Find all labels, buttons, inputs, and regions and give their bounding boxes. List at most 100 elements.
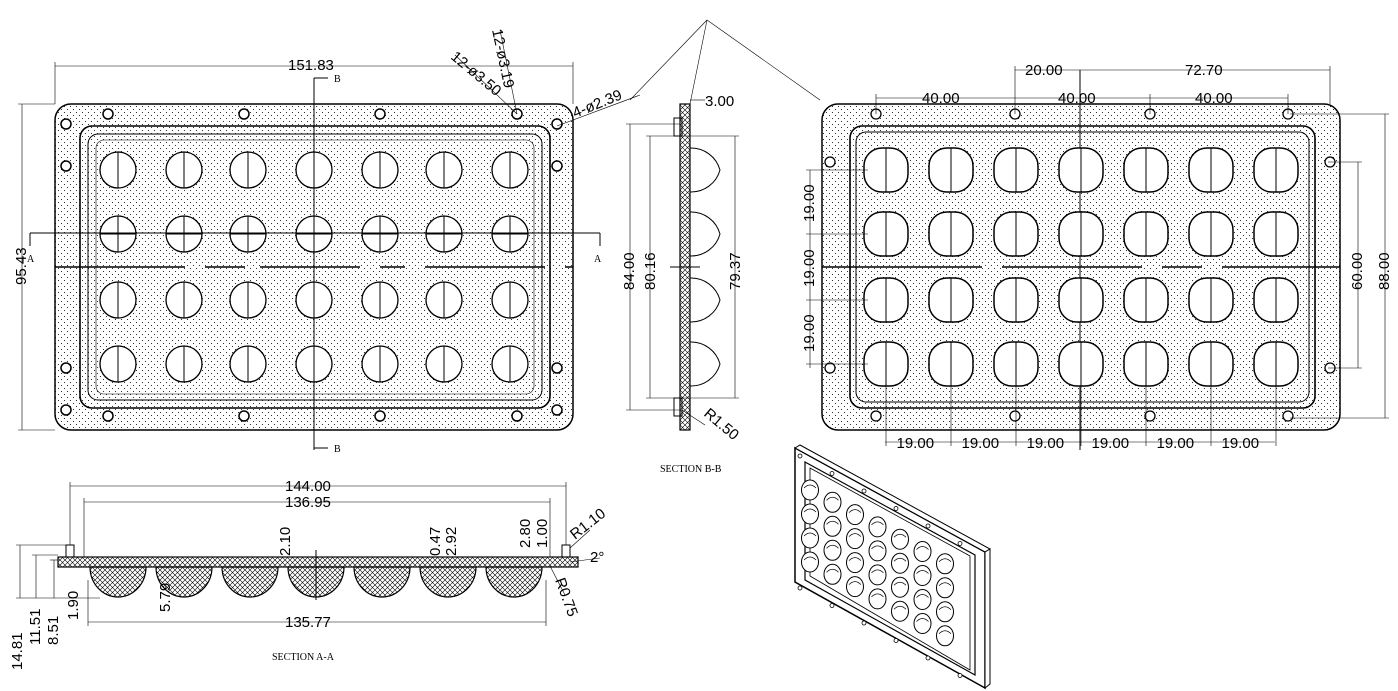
iso-lens bbox=[868, 564, 887, 586]
aa-dome bbox=[221, 566, 279, 598]
dim-210: 2.10 bbox=[277, 527, 294, 556]
iso-lens bbox=[913, 565, 932, 586]
iso-lens bbox=[801, 527, 819, 549]
section-b-top-label: B bbox=[334, 74, 341, 85]
front-mount-holes bbox=[60, 108, 563, 422]
dim-top: 3.00 bbox=[705, 93, 734, 110]
back-hole bbox=[1282, 410, 1294, 422]
dim-135: 135.77 bbox=[285, 614, 331, 631]
isometric-view bbox=[793, 444, 992, 690]
dim-84: 84.00 bbox=[621, 252, 638, 290]
dim-190: 1.90 bbox=[65, 591, 82, 620]
iso-lens bbox=[936, 601, 954, 623]
dim-hpitch: 19.00 bbox=[962, 435, 1000, 452]
iso-lens bbox=[801, 551, 819, 573]
iso-lens bbox=[823, 515, 842, 537]
iso-lens bbox=[823, 491, 842, 513]
dim-40b: 40.00 bbox=[1058, 90, 1096, 107]
hole-callout-c: 4-ø2.39 bbox=[570, 87, 624, 122]
dim-292: 2.92 bbox=[443, 527, 460, 556]
section-b-bottom-label: B bbox=[334, 444, 341, 455]
mount-hole bbox=[374, 410, 386, 422]
iso-lens bbox=[846, 576, 864, 598]
dim-vpitch: 19.00 bbox=[801, 314, 818, 352]
mount-hole bbox=[551, 118, 563, 130]
dim-136: 136.95 bbox=[285, 494, 331, 511]
dim-angle: 2° bbox=[590, 549, 604, 566]
dim-60: 60.00 bbox=[1349, 252, 1366, 290]
iso-lens bbox=[868, 540, 887, 562]
back-hole bbox=[1009, 410, 1021, 422]
section-a-right-label: A bbox=[594, 254, 602, 265]
iso-lens bbox=[913, 589, 932, 610]
dim-1151: 11.51 bbox=[27, 609, 44, 645]
back-hole bbox=[824, 362, 836, 374]
dim-vpitch: 19.00 bbox=[801, 249, 818, 287]
section-aa-title: SECTION A-A bbox=[272, 652, 335, 663]
back-hole bbox=[870, 410, 882, 422]
dim-r110: R1.10 bbox=[567, 505, 609, 543]
mount-hole bbox=[60, 404, 72, 416]
dim-width: 151.83 bbox=[288, 57, 334, 74]
iso-lens bbox=[846, 504, 864, 526]
dim-144: 144.00 bbox=[285, 478, 331, 495]
dim-hpitch: 19.00 bbox=[1222, 435, 1260, 452]
iso-lens bbox=[846, 552, 864, 574]
dim-100: 1.00 bbox=[534, 519, 551, 548]
iso-lens bbox=[868, 588, 887, 610]
iso-lens bbox=[913, 613, 932, 634]
iso-lens bbox=[801, 503, 819, 525]
iso-lens-grid bbox=[797, 453, 963, 678]
mount-hole bbox=[102, 108, 114, 120]
mount-hole bbox=[374, 108, 386, 120]
dim-hpitch: 19.00 bbox=[1092, 435, 1130, 452]
mount-hole bbox=[60, 362, 72, 374]
aa-dome bbox=[155, 566, 213, 598]
mount-hole bbox=[551, 404, 563, 416]
iso-lens bbox=[891, 600, 909, 622]
iso-lens bbox=[891, 576, 909, 598]
aa-dome bbox=[485, 566, 543, 598]
dim-40c: 40.00 bbox=[1195, 90, 1233, 107]
mount-hole bbox=[238, 410, 250, 422]
dim-40a: 40.00 bbox=[922, 90, 960, 107]
iso-lens bbox=[846, 528, 864, 550]
iso-lens bbox=[823, 563, 842, 585]
section-aa-plate bbox=[57, 556, 579, 568]
dim-hpitch: 19.00 bbox=[1157, 435, 1195, 452]
mount-hole bbox=[551, 160, 563, 172]
mount-hole bbox=[238, 108, 250, 120]
dim-vpitch: 19.00 bbox=[801, 184, 818, 222]
dim-88: 88.00 bbox=[1376, 252, 1393, 290]
back-hole bbox=[1144, 410, 1156, 422]
front-lens-grid bbox=[99, 151, 529, 383]
dim-79: 79.37 bbox=[727, 252, 744, 290]
mount-hole bbox=[60, 118, 72, 130]
back-hole bbox=[824, 156, 836, 168]
iso-lens bbox=[823, 539, 842, 561]
section-a-left-label: A bbox=[27, 254, 35, 265]
dim-r075: R0.75 bbox=[551, 576, 581, 619]
dim-1481: 14.81 bbox=[9, 632, 26, 670]
section-aa-view: 144.00 136.95 135.77 2.10 0.47 2.92 2.80… bbox=[9, 478, 609, 670]
iso-lens bbox=[801, 479, 819, 501]
back-lens-grid bbox=[863, 147, 1299, 387]
dim-72: 72.70 bbox=[1185, 62, 1223, 79]
iso-lens bbox=[891, 528, 909, 550]
dim-047: 0.47 bbox=[427, 527, 444, 556]
front-view: A A B B 151.83 95.43 12-ø3.19 12-ø3.50 4… bbox=[13, 27, 641, 455]
dim-851: 8.51 bbox=[45, 616, 62, 645]
mount-hole bbox=[511, 410, 523, 422]
mount-hole bbox=[60, 160, 72, 172]
aa-dome bbox=[353, 566, 411, 598]
dim-hpitch: 19.00 bbox=[897, 435, 935, 452]
section-aa-lenses bbox=[89, 566, 543, 598]
dim-hpitch: 19.00 bbox=[1027, 435, 1065, 452]
iso-lens bbox=[936, 553, 954, 575]
dim-80: 80.16 bbox=[642, 252, 659, 290]
aa-dome bbox=[419, 566, 477, 598]
dim-r150: R1.50 bbox=[700, 405, 742, 444]
iso-lens bbox=[913, 541, 932, 562]
iso-lens bbox=[868, 516, 887, 538]
